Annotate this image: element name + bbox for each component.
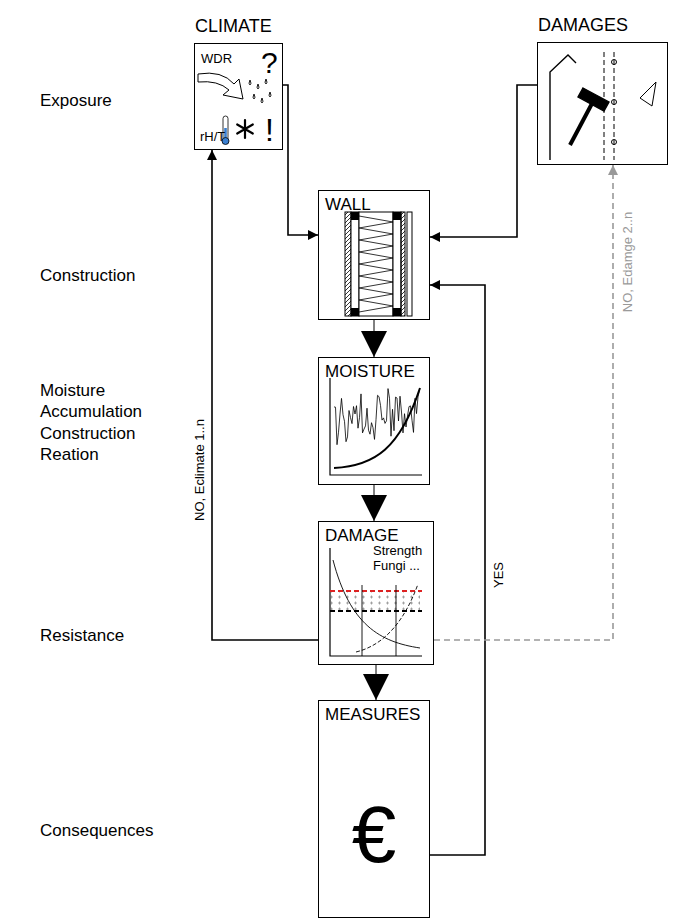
- feedback-connector: [212, 150, 318, 640]
- flow-arrow: [374, 320, 375, 357]
- feedback-connector: [434, 165, 613, 640]
- measures-box: MEASURES €: [318, 700, 430, 918]
- box-heading: CLIMATE: [195, 16, 272, 37]
- box-heading: MEASURES: [325, 705, 420, 725]
- moisture-chart-icon: [330, 378, 422, 475]
- stage-label: Exposure: [40, 90, 112, 111]
- climate-box: CLIMATEWDR?rH/T!: [194, 43, 283, 150]
- climate-label: rH/T: [200, 130, 225, 145]
- climate-label: WDR: [201, 52, 232, 67]
- stage-label: Construction: [40, 265, 135, 286]
- stage-label: Resistance: [40, 625, 124, 646]
- exclamation-mark: !: [265, 112, 274, 149]
- stage-label: Consequences: [40, 820, 153, 841]
- flow-connector: [283, 85, 318, 235]
- rain-arrow-icon: [198, 73, 271, 103]
- feedback-connector: [430, 285, 485, 855]
- damage-criteria: Strength Fungi ...: [373, 544, 429, 574]
- flow-arrow: [376, 665, 377, 700]
- edge-label: NO, Edamge 2..n: [620, 210, 635, 314]
- facade-damage-icon: [550, 52, 656, 160]
- box-heading: WALL: [325, 195, 371, 215]
- damage-box: DAMAGEStrength Fungi ...: [318, 521, 434, 665]
- flow-connector: [430, 85, 537, 237]
- stage-label: Moisture Accumulation Construction Reati…: [40, 380, 152, 465]
- box-heading: MOISTURE: [325, 362, 415, 382]
- wall-box: WALL: [318, 190, 430, 320]
- snowflake-icon: [237, 120, 253, 138]
- moisture-box: MOISTURE: [318, 357, 430, 485]
- damages-box: DAMAGES: [537, 42, 668, 165]
- edge-label: YES: [491, 560, 506, 590]
- edge-label: NO, Eclimate 1..n: [192, 417, 207, 523]
- box-heading: DAMAGE: [325, 526, 399, 546]
- euro-symbol: €: [319, 789, 429, 881]
- question-mark: ?: [261, 46, 278, 81]
- flow-arrow: [374, 485, 375, 521]
- wall-section-icon: [345, 212, 412, 316]
- box-heading: DAMAGES: [538, 15, 628, 36]
